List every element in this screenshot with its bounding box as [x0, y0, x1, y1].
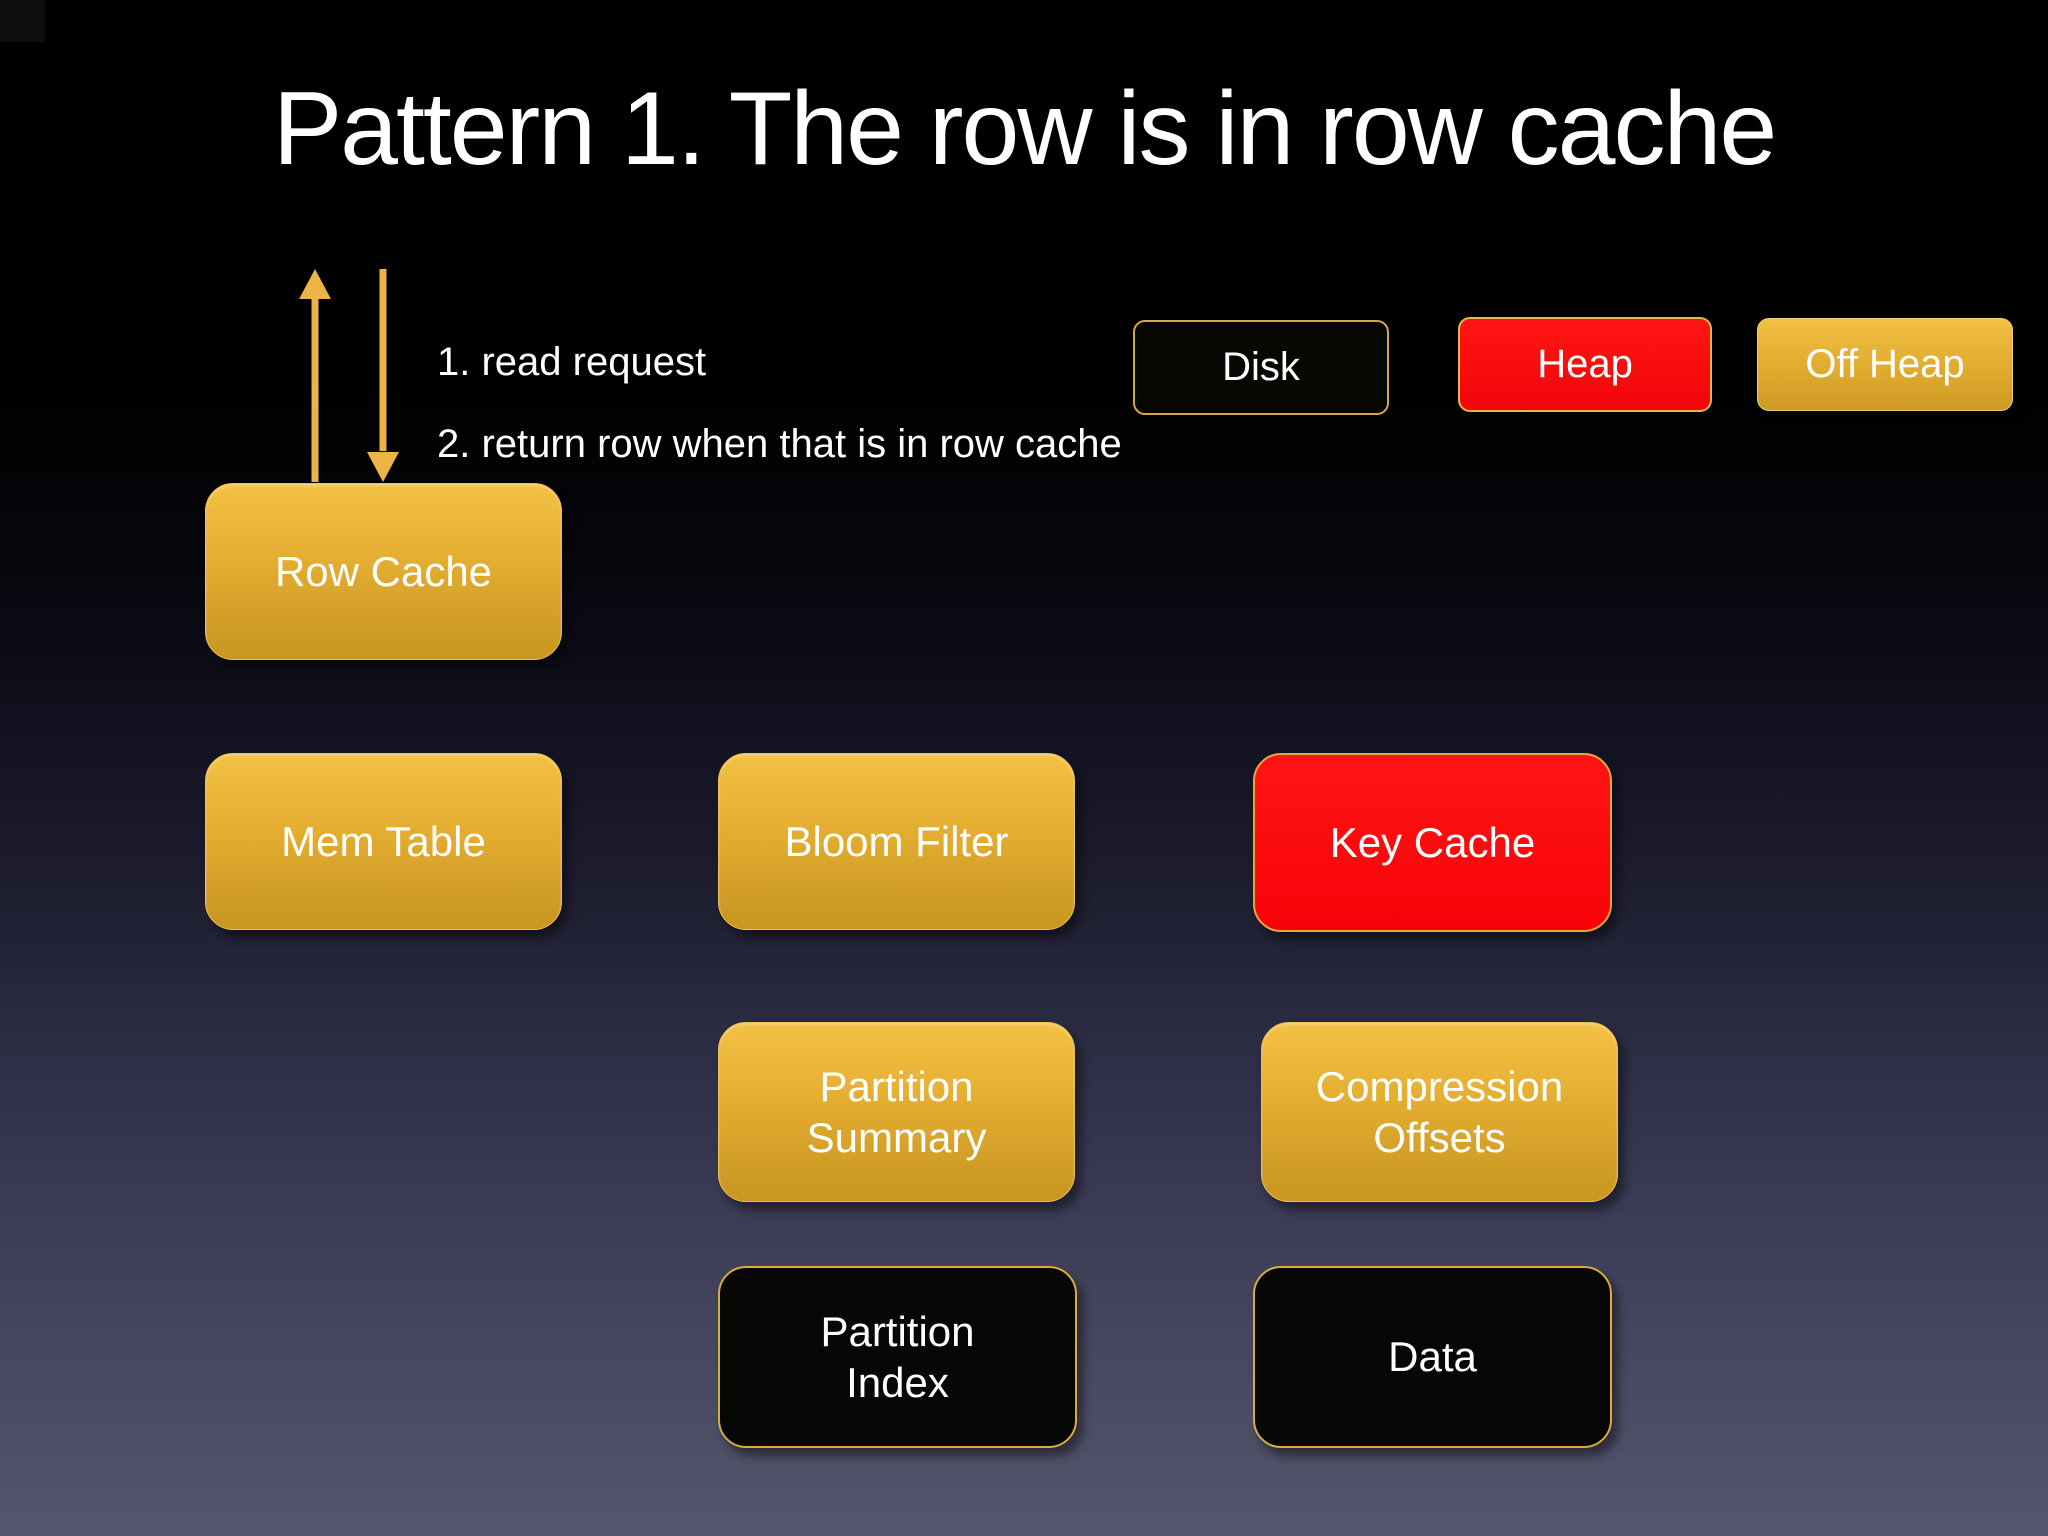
node-row-cache-label: Row Cache — [274, 547, 493, 595]
node-compression-offsets-label: Compression Offsets — [1315, 1062, 1564, 1161]
node-key-cache: Key Cache — [1253, 753, 1612, 932]
node-key-cache-label: Key Cache — [1329, 818, 1536, 866]
node-data: Data — [1253, 1266, 1612, 1448]
annotation-return-row: 2. return row when that is in row cache — [437, 422, 1122, 466]
node-partition-index-label: Partition Index — [820, 1307, 975, 1406]
legend-off-heap-label: Off Heap — [1805, 342, 1965, 386]
annotation-read-request: 1. read request — [437, 340, 707, 384]
node-compression-offsets: Compression Offsets — [1261, 1022, 1618, 1202]
corner-artifact — [0, 0, 45, 42]
node-partition-summary: Partition Summary — [718, 1022, 1075, 1202]
legend-disk: Disk — [1133, 320, 1389, 415]
arrow-down-return-icon — [367, 269, 399, 482]
node-mem-table-label: Mem Table — [281, 817, 486, 865]
node-partition-summary-label: Partition Summary — [806, 1062, 987, 1161]
read-return-arrows — [299, 269, 399, 482]
node-row-cache: Row Cache — [205, 483, 562, 660]
slide-title: Pattern 1. The row is in row cache — [272, 71, 1777, 187]
node-data-label: Data — [1388, 1333, 1477, 1381]
legend-disk-label: Disk — [1222, 345, 1300, 389]
legend-heap-label: Heap — [1537, 342, 1633, 386]
node-partition-index: Partition Index — [718, 1266, 1077, 1448]
node-bloom-filter: Bloom Filter — [718, 753, 1075, 930]
node-bloom-filter-label: Bloom Filter — [784, 817, 1009, 865]
node-mem-table: Mem Table — [205, 753, 562, 930]
arrow-up-read-icon — [299, 269, 331, 482]
legend-off-heap: Off Heap — [1757, 318, 2013, 411]
legend-heap: Heap — [1458, 317, 1712, 412]
